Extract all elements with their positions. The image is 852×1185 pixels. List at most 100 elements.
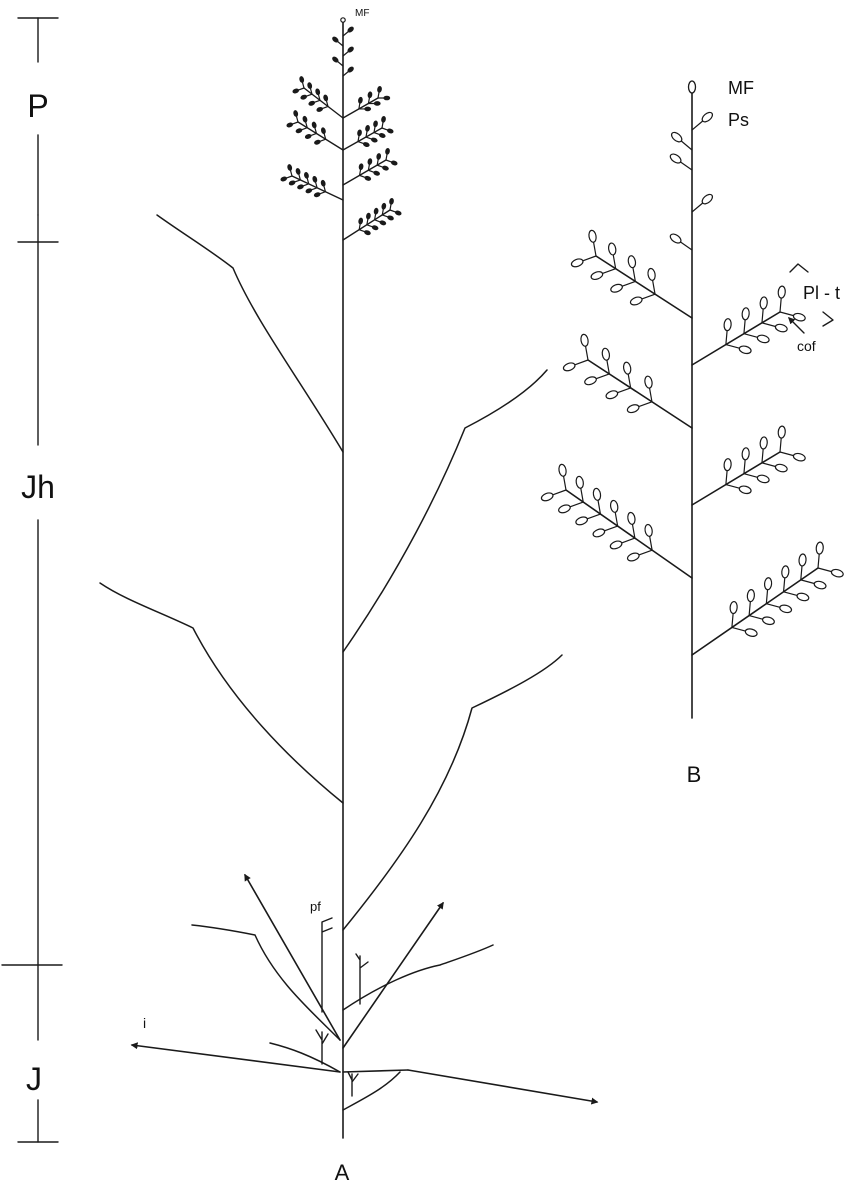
spikelet: [575, 516, 589, 526]
leaf: [342, 1071, 401, 1111]
unit-bracket: [789, 263, 809, 273]
spikelet: [357, 129, 362, 137]
spikelet: [779, 604, 793, 614]
spikelet: [308, 100, 316, 106]
spikelet: [314, 139, 321, 145]
leaf: [342, 369, 548, 653]
spikelet: [287, 164, 293, 171]
pedicel: [306, 177, 310, 185]
leaf: [342, 944, 494, 1011]
panel-a: MF pf i A: [99, 8, 599, 1185]
pedicel: [562, 475, 567, 491]
spikelet: [601, 347, 611, 361]
leaf: [191, 924, 341, 1041]
pedicel: [743, 319, 746, 335]
pedicel: [285, 175, 293, 179]
pedicel: [765, 603, 781, 608]
pedicel: [389, 203, 392, 211]
pedicel: [621, 537, 636, 544]
pedicel: [297, 87, 305, 91]
apex-label-mf-b: MF: [728, 78, 754, 98]
pedicel: [779, 451, 795, 457]
pedicel: [631, 523, 636, 539]
primary-branch: [297, 121, 344, 151]
pedicel: [725, 470, 728, 486]
spikelet: [385, 147, 390, 155]
spikelet: [299, 76, 305, 83]
spikelet: [358, 217, 364, 225]
spikelet: [701, 111, 714, 123]
spikelet: [376, 153, 382, 160]
terminal-spikelet: [340, 17, 346, 23]
pedicel: [373, 213, 377, 221]
spikelet: [295, 128, 303, 134]
leaf: [342, 654, 563, 931]
pedicel: [584, 345, 589, 361]
pedicel: [679, 241, 693, 251]
spikelet: [321, 127, 326, 135]
scale-label-jh: Jh: [21, 469, 55, 505]
pedicel: [779, 297, 782, 313]
pedicel: [743, 333, 759, 338]
pedicel: [592, 241, 597, 257]
spikelet: [364, 106, 372, 112]
spikelet: [610, 283, 623, 293]
pedicel: [310, 187, 318, 191]
bud: [321, 917, 333, 1013]
pedicel: [305, 121, 308, 129]
spikelet: [332, 36, 339, 43]
spikelet: [644, 375, 653, 389]
spikelet: [373, 101, 381, 106]
pedicel: [381, 127, 389, 131]
primary-branch: [587, 359, 693, 429]
spikelet: [570, 258, 584, 268]
pedicel: [782, 577, 786, 593]
leaf: [156, 214, 344, 453]
spikelet: [540, 492, 554, 502]
pedicel: [321, 105, 329, 110]
primary-branch: [303, 87, 344, 119]
pedicel: [638, 401, 653, 408]
pedicel: [358, 168, 362, 176]
pedicel: [289, 169, 293, 177]
pedicel: [300, 127, 308, 131]
pedicel: [612, 254, 617, 270]
spikelet: [756, 334, 770, 344]
primary-branch: [595, 255, 693, 319]
primary-branch: [691, 567, 819, 656]
pedicel: [367, 163, 371, 171]
pedicel: [691, 120, 704, 131]
spikelet: [558, 504, 571, 514]
pedicel: [295, 115, 299, 123]
spikelet: [723, 458, 732, 472]
spikelet: [389, 197, 394, 205]
pedicel: [574, 359, 589, 366]
primary-branch: [691, 311, 781, 366]
pedicel: [649, 535, 653, 551]
spikelet: [723, 318, 732, 332]
pedicel: [652, 279, 656, 295]
apex-label-mf-a: MF: [355, 8, 369, 19]
primary-branch: [342, 97, 379, 119]
spikelet: [590, 271, 604, 281]
pedicel: [302, 183, 310, 187]
spikelet: [627, 255, 637, 269]
pedicel: [779, 437, 782, 453]
spikelet: [741, 307, 750, 321]
unit-bracket: [822, 311, 834, 327]
pedicel: [314, 181, 318, 189]
pedicel: [323, 132, 327, 140]
spikelet: [387, 215, 394, 221]
pedicel: [381, 208, 384, 216]
pedicel: [606, 359, 610, 375]
spikelet: [629, 296, 643, 306]
pedicel: [595, 373, 610, 380]
spikelet: [394, 210, 402, 216]
tiller-arrow: [407, 1069, 599, 1105]
primary-branch: [565, 489, 693, 579]
spikelet: [774, 463, 788, 473]
tiller-arrows: [130, 873, 599, 1105]
pedicel: [731, 626, 747, 632]
spikelet: [627, 511, 636, 525]
spikelet: [347, 46, 354, 53]
